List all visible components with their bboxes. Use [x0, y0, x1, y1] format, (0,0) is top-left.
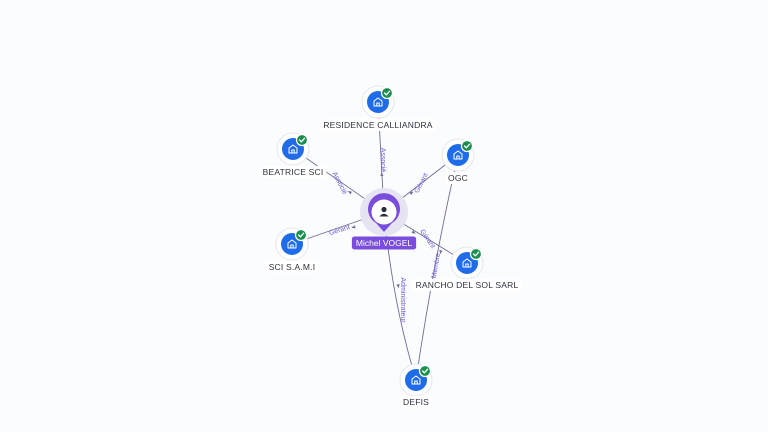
edge-arrow-icon	[439, 249, 443, 255]
relation-label: Administrateur	[399, 277, 406, 323]
building-icon	[287, 239, 297, 249]
company-name: RANCHO DEL SOL SARL	[416, 280, 519, 290]
company-label: OGC	[445, 172, 471, 184]
building-icon	[453, 150, 463, 160]
company-name: SCI S.A.M.I	[269, 262, 316, 272]
verified-check-icon	[418, 364, 432, 378]
building-icon	[462, 258, 472, 268]
company-name: OGC	[448, 173, 468, 183]
edge-arrow-icon	[380, 171, 384, 177]
company-node-ogc[interactable]: OGC	[441, 138, 475, 184]
company-label: RANCHO DEL SOL SARL	[412, 279, 522, 291]
relation-label: Associé	[379, 148, 386, 173]
person-label: Michel VOGEL	[351, 236, 417, 250]
company-label: BEATRICE SCI	[259, 166, 327, 178]
verified-check-icon	[469, 247, 483, 261]
edge-arrow-icon	[347, 190, 353, 195]
edge-arrow-icon	[411, 230, 416, 234]
relation-label: Gérant	[328, 224, 351, 237]
verified-check-icon	[294, 228, 308, 242]
relation-label: Gérant	[414, 172, 430, 194]
company-node-residence[interactable]: RESIDENCE CALLIANDRA	[320, 85, 436, 131]
nodes-layer: RESIDENCE CALLIANDRA BEATRICE SCI OGC SCI S…	[259, 85, 522, 408]
company-label: RESIDENCE CALLIANDRA	[320, 119, 436, 131]
company-name: RESIDENCE CALLIANDRA	[323, 120, 432, 130]
person-name: Michel VOGEL	[356, 238, 412, 248]
person-node[interactable]: Michel VOGEL	[351, 188, 417, 250]
verified-check-icon	[380, 86, 394, 100]
edge-arrow-icon	[351, 225, 356, 229]
company-node-beatrice[interactable]: BEATRICE SCI	[259, 132, 327, 178]
edge-arrow-icon	[409, 191, 414, 196]
verified-check-icon	[295, 133, 309, 147]
company-name: DEFIS	[403, 397, 429, 407]
company-node-sami[interactable]: SCI S.A.M.I	[265, 227, 319, 273]
edge-arrow-icon	[396, 283, 400, 289]
relation-label: Associé	[330, 171, 348, 196]
company-node-defis[interactable]: DEFIS	[399, 363, 433, 408]
building-icon	[288, 144, 298, 154]
company-node-rancho[interactable]: RANCHO DEL SOL SARL	[412, 246, 522, 291]
company-label: SCI S.A.M.I	[265, 261, 319, 273]
company-name: BEATRICE SCI	[263, 167, 324, 177]
building-icon	[411, 375, 421, 385]
person-icon	[379, 206, 389, 217]
relation-label: Gérant	[418, 228, 436, 250]
verified-check-icon	[460, 139, 474, 153]
building-icon	[373, 97, 383, 107]
relation-label: Membre	[431, 252, 442, 279]
company-label: DEFIS	[399, 396, 433, 408]
